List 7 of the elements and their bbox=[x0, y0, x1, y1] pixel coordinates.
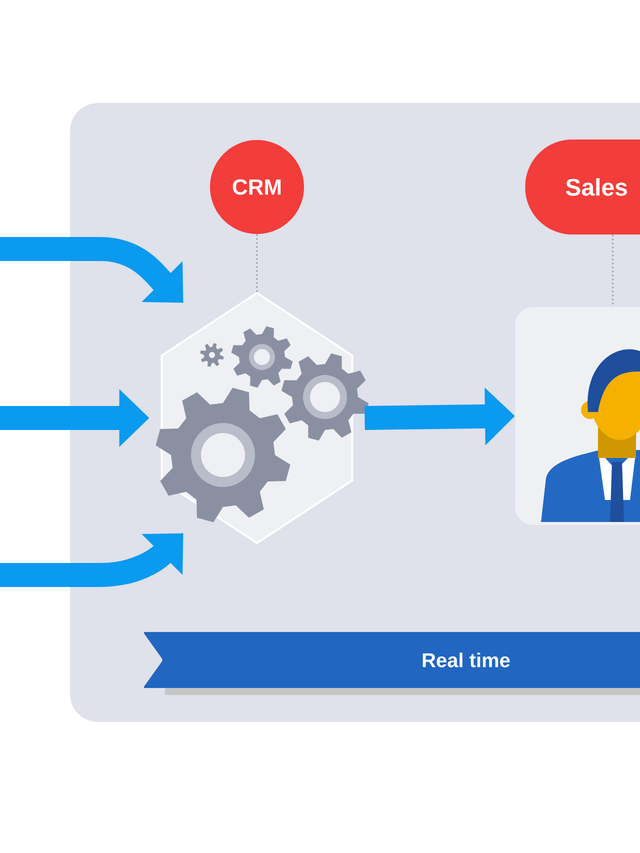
arrow bbox=[0, 533, 184, 587]
salesperson-drawing bbox=[515, 307, 640, 525]
dotted-line bbox=[612, 234, 614, 307]
ribbon-banner: Real time bbox=[144, 632, 640, 695]
label-pill: Sales bbox=[525, 140, 640, 234]
arrow bbox=[0, 237, 184, 303]
dotted-line bbox=[256, 234, 258, 293]
